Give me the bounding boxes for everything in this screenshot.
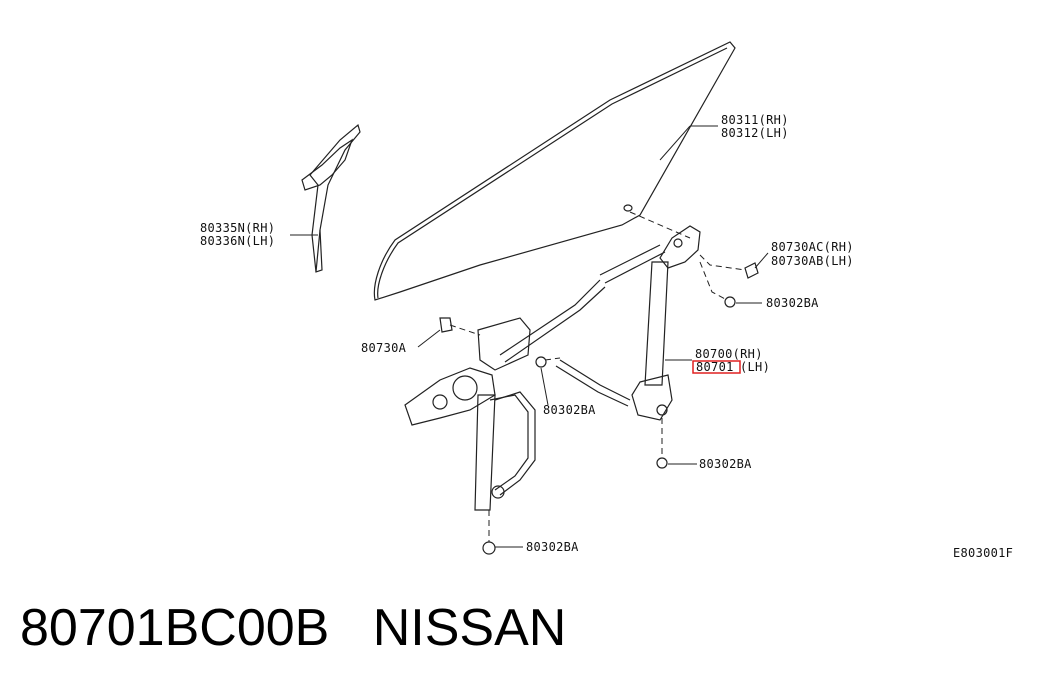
label-glass-lh: 80312(LH): [721, 126, 789, 140]
label-sash-rh: 80335N(RH): [200, 221, 275, 235]
label-nut-bottom: 80302BA: [526, 540, 579, 554]
caption-brand: NISSAN: [372, 599, 567, 657]
door-glass: [373, 41, 736, 301]
part-labels: 80311(RH) 80312(LH) 80335N(RH) 80336N(LH…: [200, 113, 1013, 560]
glass-sash: [301, 123, 361, 273]
caption: 80701BC00B NISSAN: [20, 598, 566, 658]
label-glass-rh: 80311(RH): [721, 113, 789, 127]
caption-part-number: 80701BC00B: [20, 599, 330, 657]
diagram-code: E803001F: [953, 546, 1013, 560]
label-regulator-rh: 80700(RH): [695, 347, 763, 361]
label-nut-lower-right: 80302BA: [699, 457, 752, 471]
connection-lines: [449, 211, 746, 542]
highlight-box: [692, 360, 741, 374]
label-sash-lh: 80336N(LH): [200, 234, 275, 248]
leader-lines: [290, 125, 769, 548]
regulator-motor: [404, 317, 536, 511]
label-bolt-ab-lh: 80730AB(LH): [771, 254, 854, 268]
regulator-cables: [499, 244, 666, 407]
parts-diagram: 80311(RH) 80312(LH) 80335N(RH) 80336N(LH…: [200, 41, 1013, 560]
label-nut-upper-right: 80302BA: [766, 296, 819, 310]
fasteners: [439, 262, 759, 555]
label-nut-center: 80302BA: [543, 403, 596, 417]
label-regulator-lh-number: 80701: [696, 360, 734, 374]
label-regulator-lh-suffix: (LH): [740, 360, 770, 374]
label-bolt-ac-rh: 80730AC(RH): [771, 240, 854, 254]
regulator-rail: [631, 225, 701, 421]
label-bolt-a: 80730A: [361, 341, 407, 355]
